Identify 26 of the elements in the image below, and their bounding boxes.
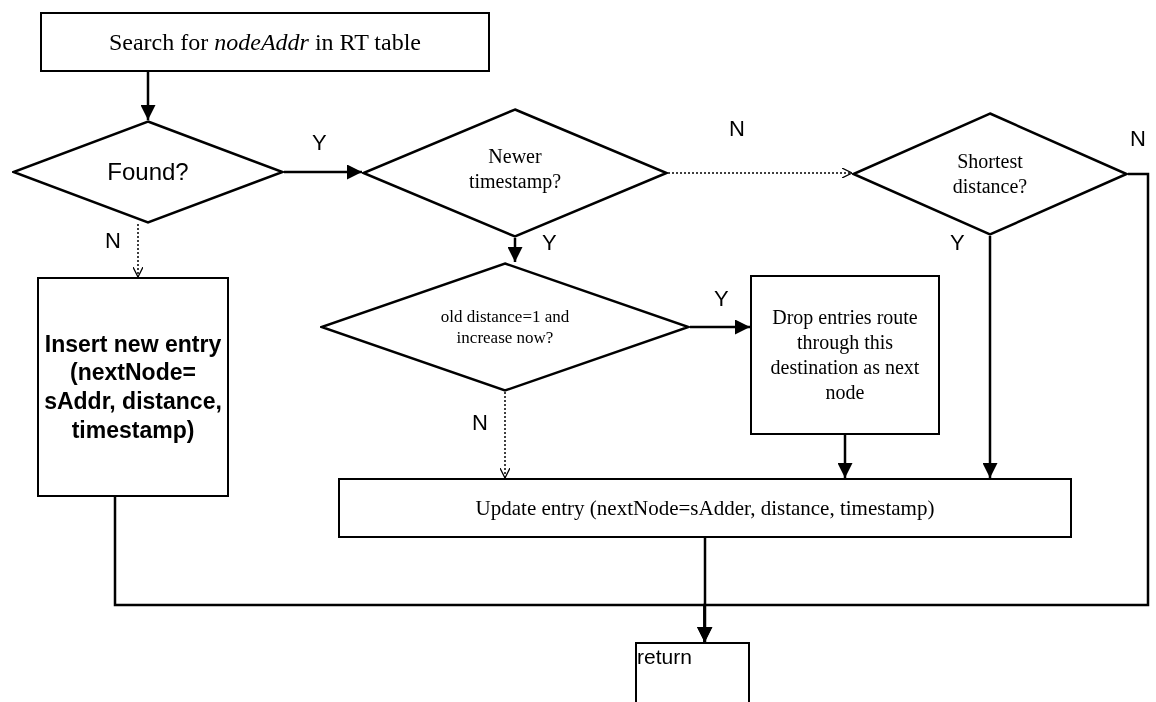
arrow <box>690 319 750 335</box>
terminal-box <box>635 642 750 702</box>
node-text: Newer timestamp? <box>467 144 563 194</box>
arrow <box>667 167 853 179</box>
arrow <box>499 391 511 479</box>
arrow <box>140 72 156 120</box>
node-text: Drop entries route through this destination as next node <box>769 305 921 405</box>
node-text: Shortest distance? <box>951 149 1029 199</box>
process-box <box>40 12 490 72</box>
process-box <box>750 275 940 435</box>
decision-diamond <box>12 120 284 224</box>
decision-diamond <box>320 262 690 392</box>
node-text: Update entry (nextNode=sAdder, distance, timestamp) <box>475 494 935 522</box>
node-text: old distance=1 and increase now? <box>439 305 571 349</box>
node-text: Insert new entry (nextNode= sAddr, distance, timestamp) <box>43 329 223 445</box>
node-text: Found? <box>107 157 189 187</box>
arrow <box>837 435 853 478</box>
node-text: Search for nodeAddr in RT table <box>108 28 421 57</box>
arrow <box>507 238 523 262</box>
arrow <box>284 164 362 180</box>
arrow <box>982 236 998 478</box>
node-text: return <box>637 644 692 670</box>
decision-diamond <box>852 112 1128 236</box>
arrow <box>132 223 144 278</box>
process-box <box>37 277 229 497</box>
process-box <box>338 478 1072 538</box>
